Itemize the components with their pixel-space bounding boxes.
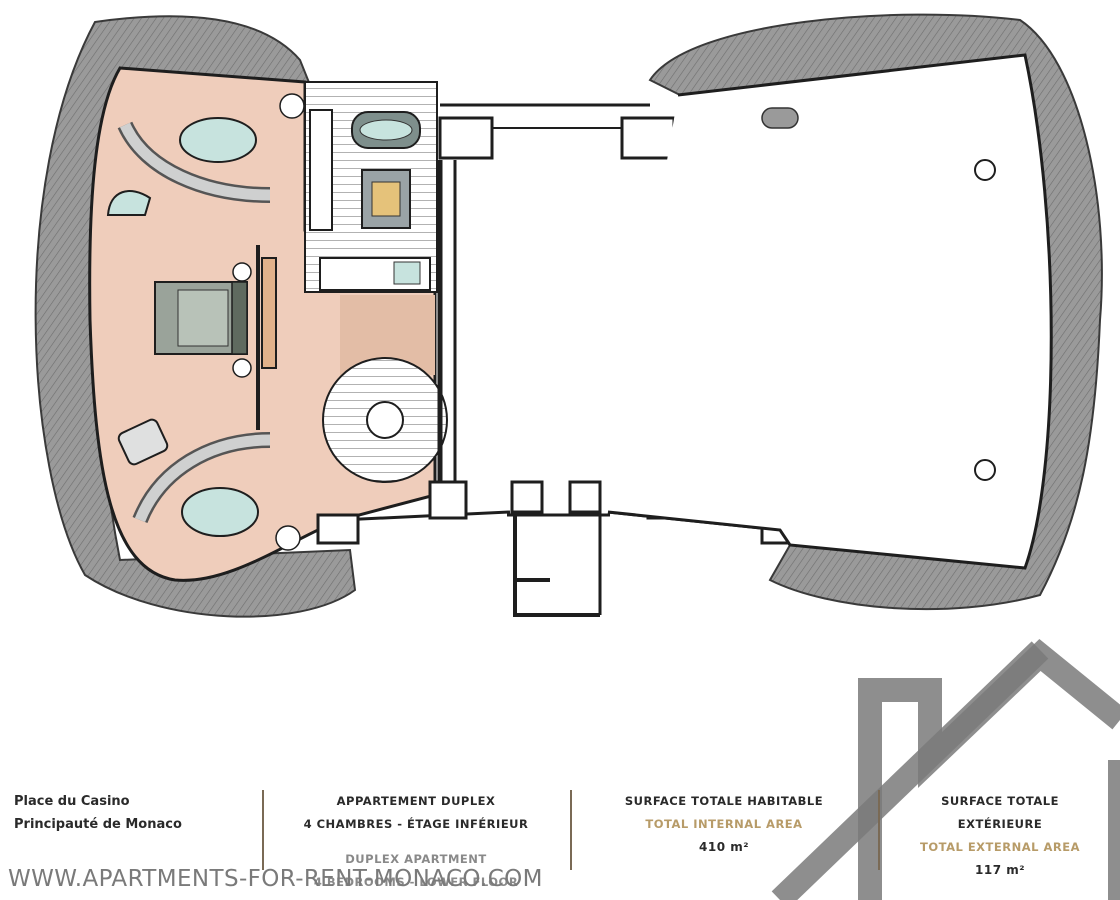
column-bottom-5	[316, 513, 360, 545]
internal-area-label-en: TOTAL INTERNAL AREA	[645, 817, 803, 831]
internal-area-block: SURFACE TOTALE HABITABLE TOTAL INTERNAL …	[576, 790, 872, 859]
address-line-2: Principauté de Monaco	[14, 817, 182, 832]
bathtub-basin	[359, 119, 413, 141]
divider-2	[570, 790, 572, 870]
apartment-type-block: APPARTEMENT DUPLEX 4 CHAMBRES - ÉTAGE IN…	[268, 790, 564, 894]
column-round-2	[974, 459, 996, 481]
apartment-type-fr-2: 4 CHAMBRES - ÉTAGE INFÉRIEUR	[303, 817, 529, 831]
wardrobe	[261, 257, 277, 369]
apartment-type-fr-1: APPARTEMENT DUPLEX	[336, 794, 496, 808]
external-area-label-fr-2: EXTÉRIEURE	[957, 817, 1043, 831]
external-area-value: 117 m²	[975, 863, 1025, 877]
staircase-core	[366, 401, 404, 439]
external-area-label-en: TOTAL EXTERNAL AREA	[920, 840, 1080, 854]
apartment-type-en-1: DUPLEX APARTMENT	[345, 852, 487, 866]
internal-area-value: 410 m²	[699, 840, 749, 854]
apartment-type-en-2: 4 BEDROOMS - LOWER FLOOR	[313, 875, 519, 889]
column-bottom-2	[510, 480, 544, 514]
divider-1	[262, 790, 264, 870]
website-watermark: WWW.APARTMENTS-FOR-RENT-MONACO.COM	[8, 866, 543, 892]
nightstand-top	[232, 262, 252, 282]
bed-pillow	[177, 289, 229, 347]
bed-headboard	[231, 281, 248, 355]
column-bottom-1	[428, 480, 468, 520]
internal-area-label-fr: SURFACE TOTALE HABITABLE	[624, 794, 824, 808]
divider-3	[878, 790, 880, 870]
shower-tray	[371, 181, 401, 217]
column-round-1	[974, 159, 996, 181]
oval-table-bottom	[181, 487, 259, 537]
bottom-facade-left	[339, 510, 511, 522]
column-top-right	[620, 116, 676, 160]
entrance-bracket	[513, 515, 600, 617]
address-block: Place du Casino Principauté de Monaco	[14, 790, 244, 836]
sink	[393, 261, 421, 285]
armchair-bottom	[117, 418, 169, 466]
right-apartment-outline	[607, 53, 1053, 570]
address-line-1: Place du Casino	[14, 794, 130, 809]
floor-plan	[34, 13, 1103, 618]
column-top-left	[438, 116, 494, 160]
nightstand-bottom	[232, 358, 252, 378]
side-table-top	[279, 93, 305, 119]
armchair-top	[106, 190, 152, 216]
right-planter	[761, 107, 799, 129]
left-terrace	[34, 15, 357, 618]
external-area-label-fr-1: SURFACE TOTALE	[941, 794, 1059, 808]
column-bottom-3	[568, 480, 602, 514]
vanity-left	[309, 109, 333, 231]
external-area-block: SURFACE TOTALE EXTÉRIEURE TOTAL EXTERNAL…	[886, 790, 1114, 882]
side-table-bottom	[275, 525, 301, 551]
oval-table-top	[179, 117, 257, 163]
